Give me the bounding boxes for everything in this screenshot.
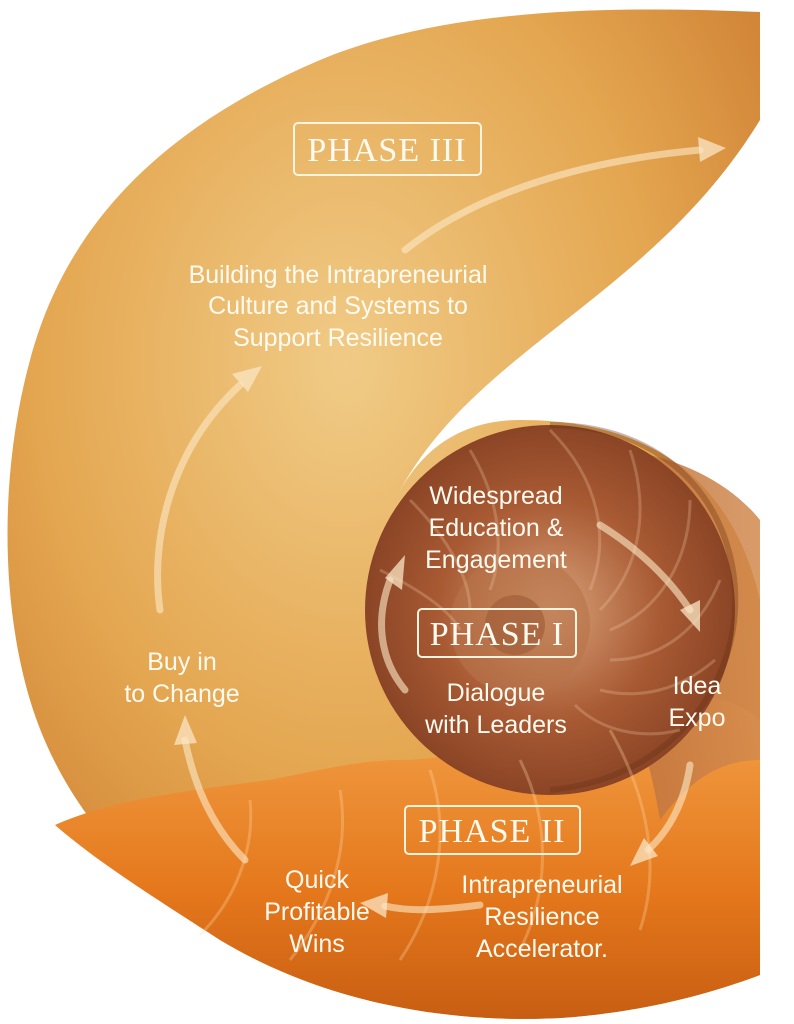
quick-wins-line-3: Wins	[289, 930, 345, 958]
flow-arrows	[154, 137, 726, 918]
widespread-line-2: Education &	[429, 514, 564, 542]
phase-1-title: PHASE I	[430, 616, 565, 653]
phase-1-box	[417, 608, 577, 658]
dialogue-line-1: Dialogue	[447, 679, 546, 707]
phase-2-title: PHASE II	[419, 813, 566, 850]
widespread-line-1: Widespread	[429, 482, 562, 510]
buy-in-line-1: Buy in	[147, 648, 216, 676]
phase-3-box	[293, 122, 482, 176]
idea-expo-line-1: Idea	[673, 672, 722, 700]
building-line-2: Culture and Systems to	[208, 292, 468, 320]
phase-3-title: PHASE III	[307, 132, 466, 169]
idea-expo-line-2: Expo	[669, 704, 726, 732]
quick-wins-line-1: Quick	[285, 866, 349, 894]
phase-2-box	[404, 805, 581, 855]
widespread-line-3: Engagement	[425, 546, 567, 574]
accelerator-line-2: Resilience	[484, 903, 599, 931]
building-line-3: Support Resilience	[233, 324, 443, 352]
building-line-1: Building the Intrapreneurial	[189, 261, 488, 289]
accelerator-line-3: Accelerator.	[476, 935, 608, 963]
dialogue-line-2: with Leaders	[424, 711, 567, 739]
buy-in-line-2: to Change	[124, 680, 239, 708]
accelerator-line-1: Intrapreneurial	[461, 871, 622, 899]
quick-wins-line-2: Profitable	[264, 898, 370, 926]
lower-ribs	[198, 729, 652, 961]
inner-spiral-shadow	[549, 422, 739, 793]
